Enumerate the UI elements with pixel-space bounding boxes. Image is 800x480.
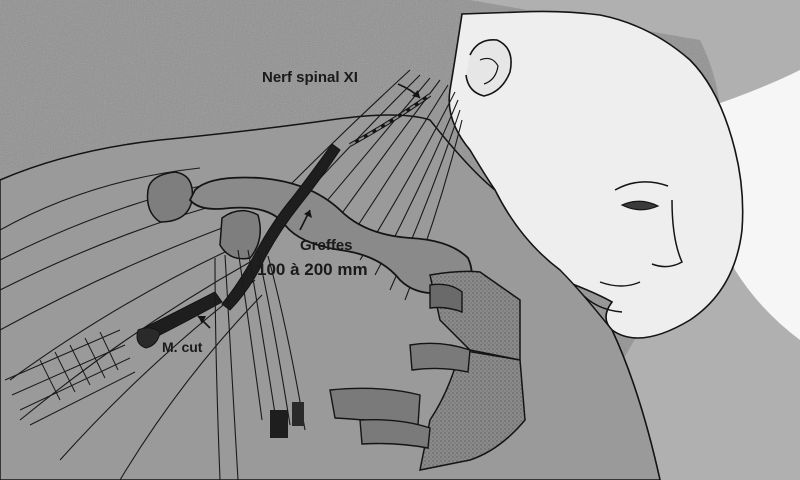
label-nerf-spinal: Nerf spinal XI	[262, 69, 358, 86]
muscle-cut-end-1	[270, 410, 288, 438]
clavicle-head	[220, 211, 260, 259]
rib-graft-1	[410, 343, 470, 372]
label-m-cut: M. cut	[162, 339, 203, 355]
muscle-cut-end-2	[292, 402, 304, 426]
label-greffes: Greffes	[300, 237, 353, 254]
graft-end	[430, 284, 462, 312]
label-graft-length: 100 à 200 mm	[257, 260, 368, 279]
